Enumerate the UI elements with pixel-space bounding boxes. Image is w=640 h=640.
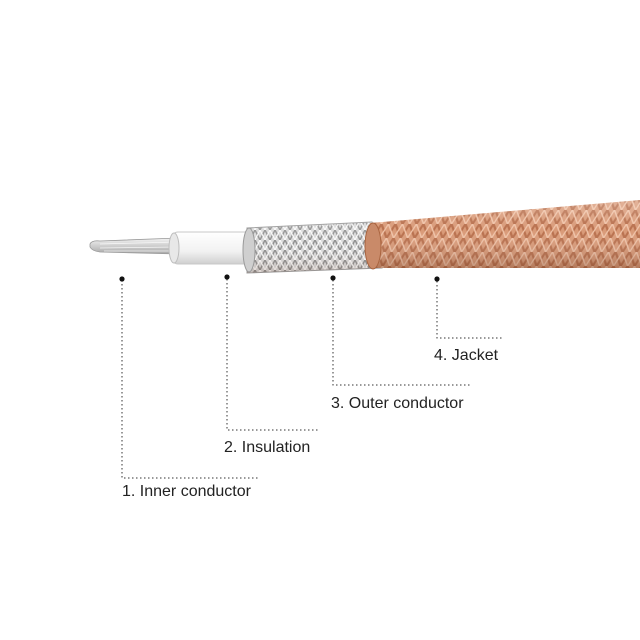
label-jacket: 4. Jacket	[434, 347, 499, 364]
inner-conductor-wire	[89, 237, 179, 255]
label-inner-conductor: 1. Inner conductor	[122, 483, 252, 500]
dot-inner-conductor	[119, 276, 125, 282]
leader-insulation	[226, 279, 318, 431]
callout-dots	[119, 274, 440, 282]
callout-leaders	[121, 279, 502, 479]
leader-outer-conductor	[332, 280, 472, 386]
dot-outer-conductor	[330, 275, 336, 281]
leader-jacket	[436, 281, 502, 339]
outer-conductor-braid	[242, 221, 383, 274]
label-insulation: 2. Insulation	[224, 439, 310, 456]
dot-jacket	[434, 276, 440, 282]
dot-insulation	[224, 274, 230, 280]
jacket-sheath	[364, 200, 640, 270]
insulation-layer	[168, 231, 253, 265]
label-outer-conductor: 3. Outer conductor	[331, 395, 464, 412]
